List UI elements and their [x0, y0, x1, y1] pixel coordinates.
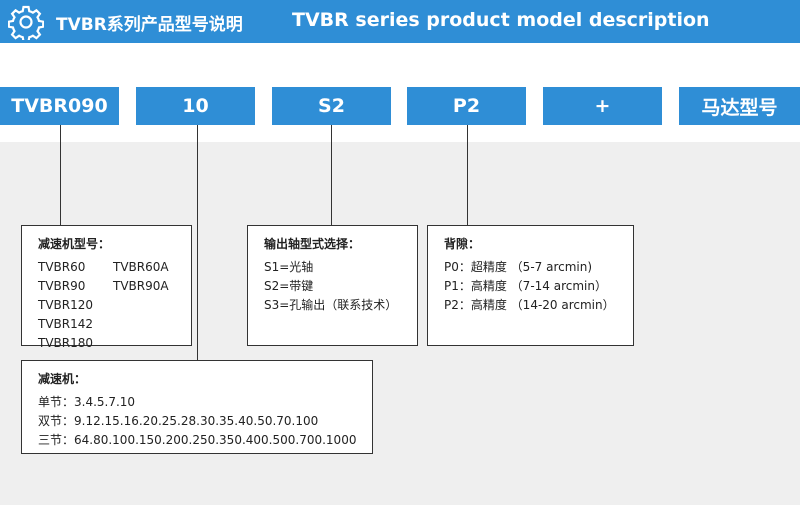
- gear-icon: [8, 5, 44, 40]
- shaft-type-title: 输出轴型式选择：: [264, 237, 361, 251]
- code-motor-label: 马达型号: [701, 96, 778, 119]
- ratio-item: 单节：3.4.5.7.10: [38, 395, 136, 409]
- model-item: TVBR60A: [113, 260, 169, 274]
- ratio-title: 减速机：: [38, 372, 87, 386]
- code-ratio-label: 10: [182, 95, 209, 117]
- backlash-item: P2：高精度 （14-20 arcmin）: [444, 298, 615, 312]
- model-item: TVBR120: [38, 298, 94, 312]
- shaft-item: S2=带键: [264, 279, 314, 293]
- title-english: TVBR series product model description: [292, 9, 710, 31]
- model-item: TVBR90: [38, 279, 86, 293]
- code-ratio: 10: [136, 87, 255, 125]
- code-shaft-label: S2: [318, 95, 345, 117]
- code-backlash-label: P2: [452, 95, 481, 117]
- connector-ratio: [197, 125, 198, 361]
- model-item: TVBR60: [38, 260, 86, 274]
- code-backlash: P2: [407, 87, 526, 125]
- code-shaft: S2: [272, 87, 391, 125]
- shaft-item: S1=光轴: [264, 260, 314, 274]
- shaft-item: S3=孔输出（联系技术）: [264, 298, 398, 312]
- backlash-title: 背隙：: [444, 237, 481, 251]
- ratio-item: 双节：9.12.15.16.20.25.28.30.35.40.50.70.10…: [38, 414, 319, 428]
- backlash-item: P1：高精度 （7-14 arcmin）: [444, 279, 607, 293]
- code-model: TVBR090: [0, 87, 119, 125]
- code-motor: 马达型号: [679, 87, 800, 125]
- reducer-model-box: 减速机型号： TVBR60 TVBR90 TVBR120 TVBR142 TVB…: [21, 225, 192, 350]
- shaft-type-box: 输出轴型式选择： S1=光轴 S2=带键 S3=孔输出（联系技术）: [247, 225, 418, 346]
- ratio-item: 三节：64.80.100.150.200.250.350.400.500.700…: [38, 433, 357, 447]
- reducer-model-title: 减速机型号：: [38, 237, 111, 251]
- model-item: TVBR90A: [113, 279, 169, 293]
- model-item: TVBR142: [38, 317, 94, 331]
- backlash-item: P0：超精度 （5-7 arcmin): [444, 260, 593, 274]
- connector-backlash: [467, 125, 468, 226]
- backlash-box: 背隙： P0：超精度 （5-7 arcmin) P1：高精度 （7-14 arc…: [427, 225, 634, 346]
- code-plus-label: +: [594, 95, 611, 117]
- title-chinese: TVBR系列产品型号说明: [56, 15, 243, 35]
- model-item: TVBR180: [38, 336, 94, 350]
- ratio-box: 减速机： 单节：3.4.5.7.10 双节：9.12.15.16.20.25.2…: [21, 360, 373, 454]
- header-bar: TVBR系列产品型号说明 TVBR series product model d…: [0, 0, 800, 43]
- connector-shaft: [331, 125, 332, 226]
- code-model-label: TVBR090: [11, 95, 108, 117]
- connector-model: [60, 125, 61, 226]
- code-plus: +: [543, 87, 662, 125]
